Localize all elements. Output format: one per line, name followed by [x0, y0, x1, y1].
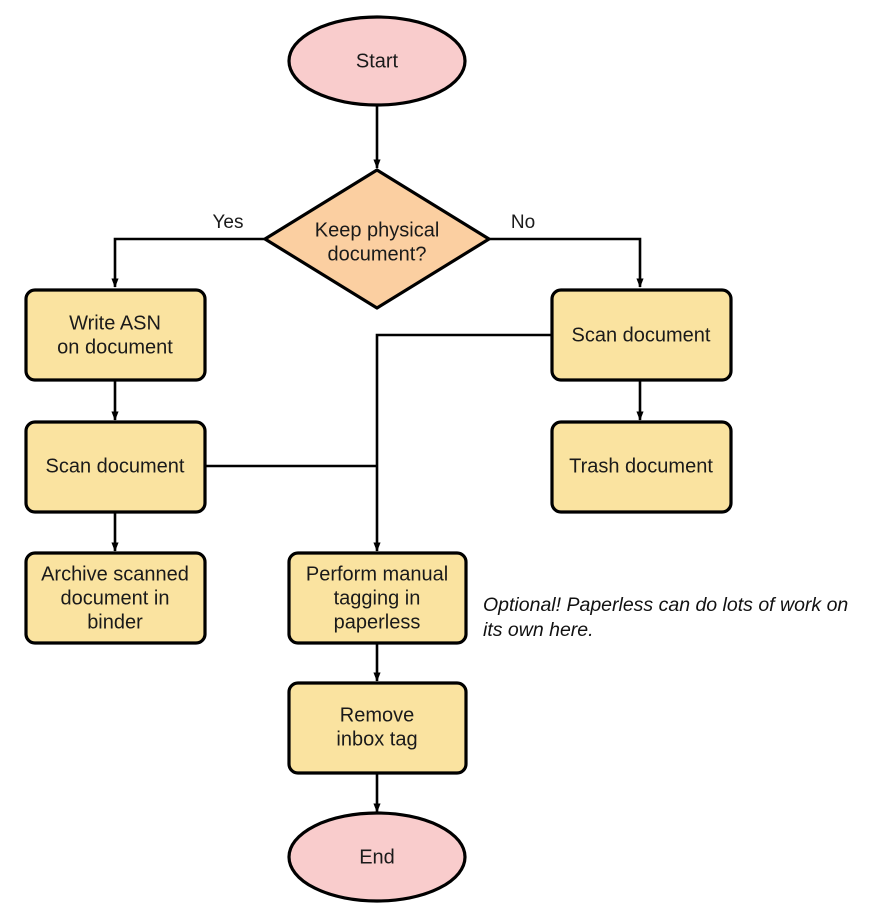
edge-keep-to-scan-right	[489, 237, 644, 288]
archive-label-line2: document in	[61, 587, 170, 609]
decision-label-line2: document?	[328, 243, 427, 265]
trash-document-box-shape[interactable]	[550, 420, 733, 514]
edge-keep-to-asn	[111, 237, 265, 288]
tagging-label-line2: tagging in	[334, 587, 421, 609]
node-trash-document[interactable]: Trash document	[550, 420, 733, 514]
write-asn-label-line1: Write ASN	[69, 312, 161, 334]
optional-note-line2: its own here.	[483, 619, 594, 641]
decision-diamond-shape[interactable]	[263, 168, 491, 310]
archive-label-line3: binder	[87, 611, 143, 633]
edge-scan-right-to-tagging	[373, 333, 552, 552]
node-archive-scanned-document[interactable]: Archive scanned document in binder	[24, 551, 207, 645]
remove-inbox-tag-label-line1: Remove	[340, 704, 414, 726]
tagging-box-shape[interactable]	[287, 551, 468, 645]
scan-document-right-label: Scan document	[572, 324, 711, 346]
nodes-layer: Start Keep physical document? Write ASN …	[24, 15, 733, 903]
remove-inbox-tag-label-line2: inbox tag	[336, 728, 417, 750]
node-perform-manual-tagging[interactable]: Perform manual tagging in paperless	[287, 551, 468, 645]
trash-document-label: Trash document	[569, 455, 713, 477]
node-remove-inbox-tag[interactable]: Remove inbox tag	[287, 681, 468, 775]
start-label: Start	[356, 50, 399, 72]
edge-labels-layer: Yes No	[213, 212, 536, 233]
decision-label-line1: Keep physical	[315, 219, 440, 241]
start-ellipse-shape[interactable]	[287, 15, 467, 107]
node-scan-document-left[interactable]: Scan document	[24, 420, 207, 514]
node-end[interactable]: End	[287, 811, 467, 903]
node-keep-physical-document[interactable]: Keep physical document?	[263, 168, 491, 310]
edges-layer	[111, 105, 644, 813]
write-asn-box-shape[interactable]	[24, 288, 207, 382]
tagging-label-line3: paperless	[334, 611, 421, 633]
archive-label-line1: Archive scanned	[41, 563, 189, 585]
archive-box-shape[interactable]	[24, 551, 207, 645]
edge-label-yes: Yes	[213, 212, 244, 233]
node-write-asn[interactable]: Write ASN on document	[24, 288, 207, 382]
scan-document-right-box-shape[interactable]	[550, 288, 733, 382]
write-asn-label-line2: on document	[57, 336, 173, 358]
end-label: End	[359, 846, 395, 868]
tagging-label-line1: Perform manual	[306, 563, 448, 585]
edge-label-no: No	[511, 212, 535, 233]
remove-inbox-tag-box-shape[interactable]	[287, 681, 468, 775]
scan-document-left-label: Scan document	[46, 455, 185, 477]
end-ellipse-shape[interactable]	[287, 811, 467, 903]
scan-document-left-box-shape[interactable]	[24, 420, 207, 514]
node-start[interactable]: Start	[287, 15, 467, 107]
optional-note-line1: Optional! Paperless can do lots of work …	[483, 594, 848, 616]
node-scan-document-right[interactable]: Scan document	[550, 288, 733, 382]
annotations-layer: Optional! Paperless can do lots of work …	[483, 594, 848, 641]
